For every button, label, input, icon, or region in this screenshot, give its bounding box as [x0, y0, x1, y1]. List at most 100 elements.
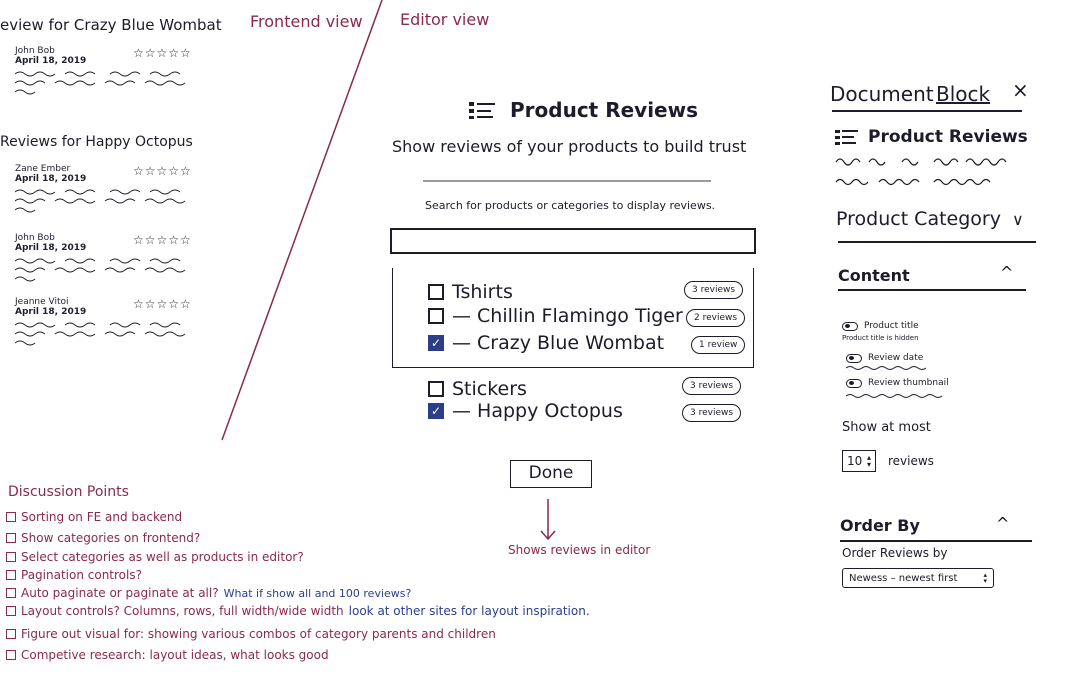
- discussion-title: Discussion Points: [8, 484, 129, 500]
- list-item[interactable]: ✓ — Crazy Blue Wombat: [428, 332, 664, 354]
- discussion-text: Sorting on FE and backend: [21, 510, 183, 524]
- checkbox-checked[interactable]: ✓: [428, 335, 444, 351]
- review-text-placeholder: [15, 71, 186, 95]
- reviewer-name: John Bob: [15, 233, 55, 243]
- list-item[interactable]: Tshirts: [428, 281, 513, 303]
- review-text-placeholder: [15, 258, 186, 282]
- toggle-label: Review thumbnail: [868, 378, 949, 388]
- frontend-section-title: eview for Crazy Blue Wombat: [0, 16, 222, 34]
- toggle-row[interactable]: Review thumbnail: [846, 378, 949, 388]
- discussion-text: Competive research: layout ideas, what l…: [21, 648, 329, 662]
- content-heading[interactable]: Content: [838, 266, 910, 285]
- checkbox-checked[interactable]: ✓: [428, 403, 444, 419]
- review-count-stepper[interactable]: 10 ▴▾: [842, 450, 876, 472]
- toggle-switch[interactable]: [846, 353, 862, 363]
- review-count-badge: 1 review: [691, 336, 746, 354]
- block-list-icon: [469, 102, 495, 119]
- review-date: April 18, 2019: [15, 243, 87, 253]
- rating-stars-icon: ☆☆☆☆☆: [133, 46, 192, 60]
- tab-document[interactable]: Document: [830, 82, 934, 106]
- divider: [832, 110, 1022, 112]
- close-icon[interactable]: ×: [1012, 78, 1029, 102]
- toggle-row[interactable]: Product title: [842, 321, 919, 331]
- discussion-text: Figure out visual for: showing various c…: [21, 627, 496, 641]
- review-count-badge: 2 reviews: [686, 309, 746, 327]
- review-text-placeholder: [15, 189, 186, 213]
- discussion-text: Layout controls? Columns, rows, full wid…: [21, 604, 344, 618]
- frontend-section-title: Reviews for Happy Octopus: [0, 134, 193, 150]
- chevron-up-icon[interactable]: ^: [996, 514, 1010, 533]
- rating-stars-icon: ☆☆☆☆☆: [133, 233, 192, 247]
- list-item[interactable]: — Chillin Flamingo Tiger: [428, 305, 683, 327]
- checkbox[interactable]: [6, 606, 16, 616]
- show-at-most-label: Show at most: [842, 420, 931, 435]
- discussion-point: Sorting on FE and backend: [6, 510, 182, 524]
- order-value: Newess – newest first: [849, 572, 958, 584]
- toggle-help-placeholder: [846, 394, 943, 398]
- block-list-icon: [835, 130, 858, 145]
- order-label: Order Reviews by: [842, 546, 948, 560]
- sidebar-block-title: Product Reviews: [868, 127, 1028, 147]
- review-date: April 18, 2019: [15, 307, 87, 317]
- product-list-panel: [392, 268, 754, 368]
- item-label: Stickers: [452, 378, 527, 400]
- search-input[interactable]: [390, 228, 756, 254]
- divider: [838, 241, 1036, 243]
- discussion-point: Pagination controls?: [6, 568, 142, 582]
- done-button[interactable]: Done: [510, 460, 592, 488]
- item-label: — Chillin Flamingo Tiger: [452, 305, 683, 327]
- list-item[interactable]: Stickers: [428, 378, 527, 400]
- reviewer-name: Jeanne Vitoi: [15, 297, 69, 307]
- discussion-text: Show categories on frontend?: [21, 531, 201, 545]
- checkbox[interactable]: [6, 650, 16, 660]
- order-select[interactable]: Newess – newest first ▴▾: [842, 568, 994, 588]
- stepper-suffix: reviews: [888, 454, 934, 468]
- checkbox[interactable]: [6, 588, 16, 598]
- divider: [423, 180, 711, 182]
- checkbox[interactable]: [428, 284, 444, 300]
- checkbox[interactable]: [428, 308, 444, 324]
- checkbox[interactable]: [428, 381, 444, 397]
- review-item: John Bob April 18, 2019 ☆☆☆☆☆: [15, 233, 215, 286]
- annotation-note: Shows reviews in editor: [508, 543, 651, 557]
- frontend-view-label: Frontend view: [250, 12, 363, 31]
- review-date: April 18, 2019: [15, 174, 87, 184]
- reviewer-name: Zane Ember: [15, 164, 71, 174]
- checkbox[interactable]: [6, 512, 16, 522]
- discussion-text: Pagination controls?: [21, 568, 142, 582]
- stepper-value: 10: [847, 454, 863, 468]
- toggle-switch[interactable]: [842, 321, 858, 331]
- chevron-up-icon[interactable]: ^: [1000, 263, 1014, 282]
- discussion-point: Competive research: layout ideas, what l…: [6, 648, 329, 662]
- toggle-label: Product title: [864, 321, 919, 331]
- toggle-row[interactable]: Review date: [846, 353, 923, 363]
- rating-stars-icon: ☆☆☆☆☆: [133, 164, 192, 178]
- stepper-arrows-icon[interactable]: ▴▾: [866, 453, 871, 469]
- toggle-switch[interactable]: [846, 378, 862, 388]
- block-description-placeholder: [835, 158, 1007, 186]
- review-count-badge: 3 reviews: [682, 377, 742, 395]
- review-text-placeholder: [15, 322, 186, 346]
- discussion-text: Auto paginate or paginate at all?: [21, 586, 219, 600]
- review-item: Jeanne Vitoi April 18, 2019 ☆☆☆☆☆: [15, 297, 215, 350]
- checkbox[interactable]: [6, 552, 16, 562]
- discussion-point: Select categories as well as products in…: [6, 550, 304, 564]
- checkbox[interactable]: [6, 570, 16, 580]
- divider: [838, 289, 1026, 291]
- toggle-label: Review date: [868, 353, 924, 363]
- item-label: — Happy Octopus: [452, 400, 623, 422]
- review-count-badge: 3 reviews: [684, 281, 744, 299]
- discussion-note: look at other sites for layout inspirati…: [348, 604, 590, 618]
- search-instructions: Search for products or categories to dis…: [425, 199, 716, 212]
- checkbox[interactable]: [6, 533, 16, 543]
- list-item[interactable]: ✓ — Happy Octopus: [428, 400, 623, 422]
- tab-block[interactable]: Block: [936, 82, 991, 106]
- discussion-note: What if show all and 100 reviews?: [223, 586, 412, 600]
- item-label: Tshirts: [452, 281, 513, 303]
- chevron-down-icon[interactable]: ∨: [1012, 210, 1024, 229]
- order-by-heading[interactable]: Order By: [840, 516, 920, 535]
- category-select[interactable]: Product Category: [836, 208, 1001, 230]
- checkbox[interactable]: [6, 629, 16, 639]
- toggle-help-placeholder: [846, 366, 926, 370]
- discussion-text: Select categories as well as products in…: [21, 550, 304, 564]
